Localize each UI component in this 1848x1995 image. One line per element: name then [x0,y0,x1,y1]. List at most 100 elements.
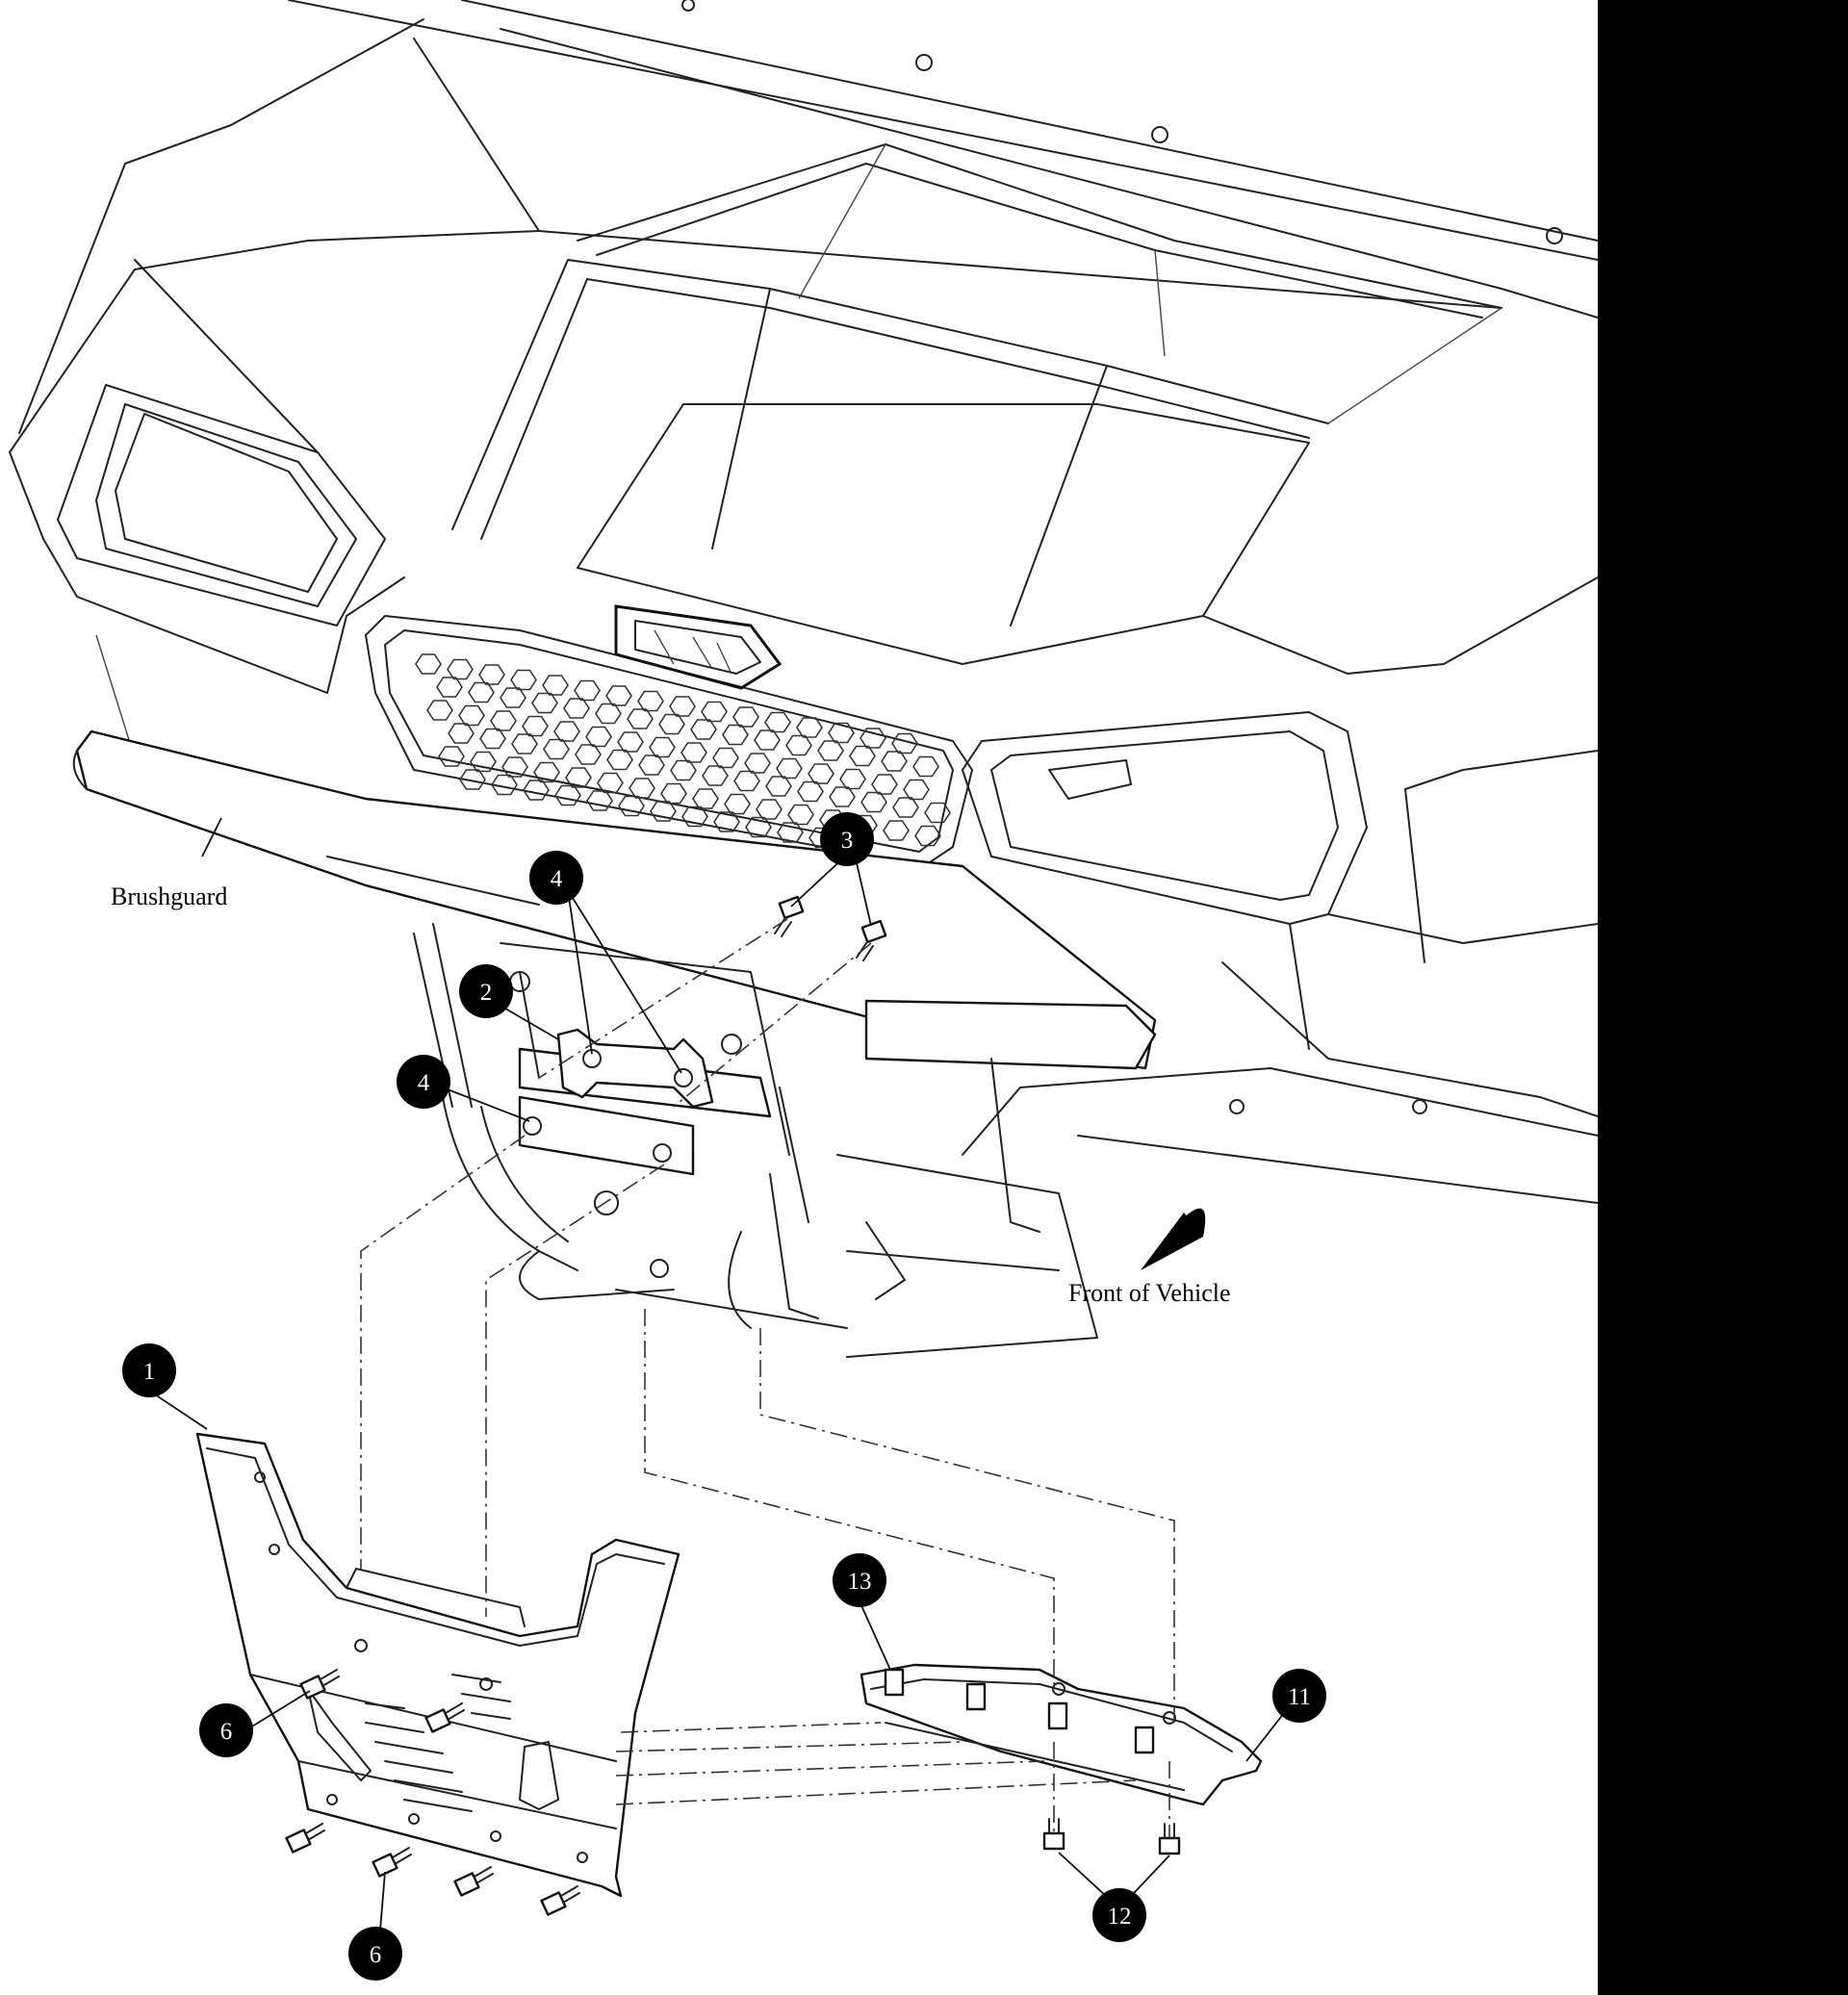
clip-13-set [884,1668,1155,1754]
grille-cell [426,700,453,721]
grille-cell [574,679,601,702]
svg-text:2: 2 [480,980,493,1006]
grille-cell [785,734,812,756]
grille-cell [680,742,707,763]
grille-cell [892,797,919,818]
vehicle-frame [500,942,1098,1358]
svg-text:13: 13 [848,1569,872,1595]
grille-cell [712,747,739,769]
front-of-vehicle-label: Front of Vehicle [1068,1279,1231,1307]
grille-cell [436,677,463,698]
grille-cell [575,744,602,765]
grille-cell [459,769,486,790]
grille-cell [722,724,749,746]
grille-cell [586,790,613,811]
grille-cell [912,755,939,778]
callout-13: 13 [833,1553,886,1607]
grille-cell [627,708,654,729]
grille-cell [606,749,633,771]
grille-cell [881,751,908,772]
grille-cell [765,776,792,797]
front-grille [365,604,973,867]
callout-6-left: 6 [199,1703,253,1757]
upper-bracket [556,1028,714,1109]
grille-cell [500,687,526,708]
grille-cell [533,761,560,783]
front-guard-plate [860,1663,1263,1806]
grille-honeycomb [415,653,951,854]
grille-cell [458,704,485,727]
grille-cell [510,669,537,691]
grille-cell [597,772,624,794]
grille-cell [776,757,803,780]
svg-text:12: 12 [1108,1904,1132,1930]
grille-cell [828,722,855,744]
callout-1: 1 [122,1343,176,1397]
grille-cell [438,746,465,767]
grille-cell [585,726,612,748]
brushguard-label: Brushguard [111,882,227,910]
grille-cell [650,801,677,822]
grille-cell [478,664,505,685]
grille-cell [681,806,708,828]
grille-cell [754,729,781,751]
grille-cell [554,784,581,806]
assembly-lines [360,918,1175,1838]
grille-cell [924,802,951,824]
grille-cell [522,715,549,737]
grille-cell [523,780,550,801]
grille-cell [658,713,685,735]
grille-cell [797,780,824,803]
grille-cell [479,728,506,750]
grille-cell [447,658,474,680]
grille-cell [692,788,719,809]
grille-cell [756,799,783,820]
bolt-6e [453,1866,494,1897]
grille-cell [903,779,930,801]
grille-cell [745,816,772,838]
grille-cell [470,751,497,773]
svg-text:3: 3 [841,828,854,854]
grille-cell [713,811,740,832]
grille-cell [724,793,751,815]
grille-cell [849,745,876,767]
grille-cell [660,782,687,805]
grille-cell [669,696,696,717]
bolt-6b [424,1702,465,1733]
grille-cell [796,717,823,738]
grille-cell [415,653,442,675]
grille-cell [543,738,570,760]
grille-cell [777,822,804,843]
right-headlight-fender [962,576,1599,1204]
grille-cell [670,759,697,781]
bolt-12a [1042,1818,1065,1851]
skid-plate [195,1432,680,1898]
callout-4-lower: 4 [397,1055,450,1109]
grille-cell [860,791,887,813]
bolt-6d [372,1847,412,1878]
front-direction-arrow-icon [1141,1208,1206,1270]
grille-cell [829,786,856,807]
skid-plate-vents [365,1674,511,1812]
grille-cell [501,756,528,778]
grille-cell [618,795,645,817]
grille-cell [553,721,580,742]
grille-cell [531,692,558,714]
grille-cell [883,820,910,841]
grille-cell [733,770,760,792]
grille-cell [871,774,898,795]
grille-cell [565,767,592,788]
grille-cell [839,768,866,790]
svg-text:6: 6 [220,1719,233,1745]
grille-cell [617,731,644,753]
grille-cell [448,723,475,744]
callout-3: 3 [820,812,874,866]
bolt-6c [285,1823,325,1854]
brushguard [72,729,1157,1329]
svg-text:1: 1 [143,1359,156,1385]
vehicle-hood [288,0,1599,665]
grille-cell [690,719,717,740]
grille-cell [702,765,729,786]
black-side-band [1598,0,1848,1995]
